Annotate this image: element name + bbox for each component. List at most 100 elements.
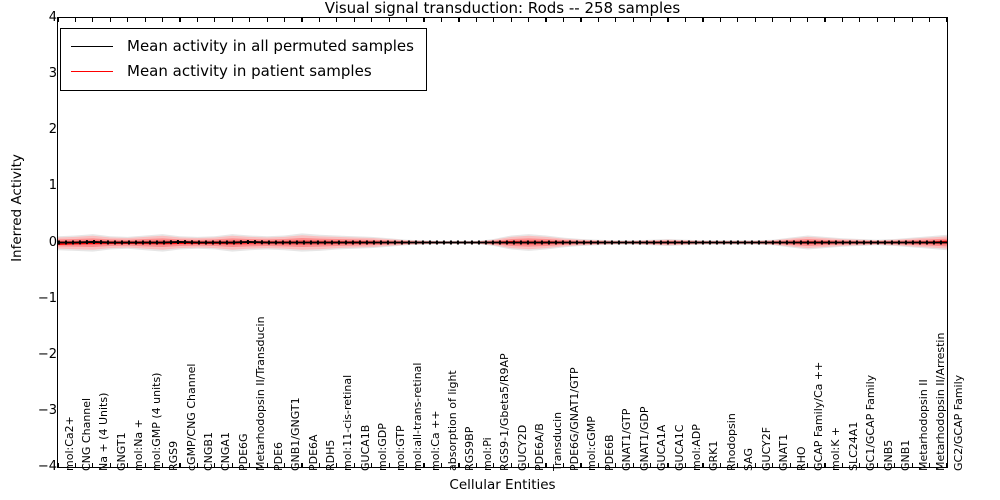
x-axis-tick-label: GUCY2D (515, 424, 529, 471)
x-axis-tick-top (545, 18, 547, 22)
x-axis-tick-label: Rhodopsin (724, 413, 738, 471)
x-axis-tick (684, 463, 687, 467)
y-axis-tick-label: −3 (37, 402, 57, 418)
x-axis-tick (754, 463, 756, 467)
x-axis-tick-label: SAG (742, 447, 756, 471)
x-axis-tick-top (667, 18, 669, 22)
x-axis-tick-label: GNB5 (881, 439, 895, 471)
x-axis-tick (806, 463, 809, 467)
x-axis-tick-label: mol:11-cis-retinal (341, 374, 355, 471)
x-axis-tick-label: mol:GMP (4 units) (149, 372, 163, 471)
x-axis-tick-label: GUCA1B (358, 424, 372, 471)
x-axis-tick (231, 463, 233, 467)
x-axis-label: Cellular Entities (449, 477, 556, 493)
legend-item-permuted: Mean activity in all permuted samples (71, 34, 414, 59)
x-axis-tick-top (161, 18, 164, 22)
x-axis-tick (824, 463, 826, 467)
x-axis-tick-top (562, 18, 565, 22)
x-axis-tick (475, 463, 477, 467)
x-axis-tick-top (789, 18, 791, 22)
x-axis-tick-top (580, 18, 582, 22)
x-axis-tick-top (92, 18, 94, 22)
x-axis-tick-top (928, 18, 931, 22)
x-axis-tick-top (824, 18, 826, 22)
x-axis-tick-top (702, 18, 704, 22)
x-axis-tick (284, 463, 286, 467)
x-axis-tick (144, 463, 146, 467)
x-axis-tick-label: Metarhodopsin II/Arrestin (934, 332, 948, 471)
x-axis-tick (353, 463, 355, 467)
x-axis-tick-top (841, 18, 843, 22)
x-axis-tick-label: GC2/GCAP Family (951, 374, 965, 471)
x-axis-tick-top (284, 18, 286, 22)
x-axis-tick (719, 463, 721, 467)
x-axis-tick-top (57, 18, 59, 22)
x-axis-tick-top (510, 18, 512, 22)
x-axis-tick (737, 463, 739, 467)
x-axis-tick-top (353, 18, 355, 22)
x-axis-tick (911, 463, 913, 467)
x-axis-tick-label: GNB1/GNGT1 (289, 397, 303, 471)
x-axis-tick-label: GNAT1/GTP (620, 408, 634, 471)
x-axis-tick-top (615, 18, 617, 22)
x-axis-tick (493, 463, 495, 467)
x-axis-tick-label: GUCA1C (672, 424, 686, 471)
x-axis-tick-label: Metarhodopsin II/Transducin (254, 316, 268, 471)
x-axis-tick (388, 463, 390, 467)
x-axis-tick (615, 463, 617, 467)
x-axis-tick-label: mol:cGMP (585, 416, 599, 471)
x-axis-tick (458, 463, 460, 467)
x-axis-tick (562, 463, 565, 467)
permuted-mean-markers (58, 239, 947, 245)
x-axis-tick-label: Na + (4 Units) (97, 392, 111, 471)
x-axis-tick-label: absorption of light (445, 370, 459, 471)
x-axis-tick-top (423, 18, 425, 22)
x-axis-tick (214, 463, 216, 467)
x-axis-tick-top (475, 18, 477, 22)
x-axis-tick-top (859, 18, 861, 22)
x-axis-tick-label: RDH5 (323, 439, 337, 471)
x-axis-tick-top (231, 18, 233, 22)
x-axis-tick-top (214, 18, 216, 22)
legend: Mean activity in all permuted samples Me… (60, 28, 427, 91)
y-axis-tick-label: 4 (48, 10, 57, 25)
x-axis-tick-top (266, 18, 268, 22)
x-axis-tick-label: GC1/GCAP Family (864, 374, 878, 471)
x-axis-tick-label: mol:GTP (393, 425, 407, 471)
x-axis-tick (580, 463, 582, 467)
x-axis-tick-top (650, 18, 652, 22)
x-axis-tick-label: PDE6G/GNAT1/GTP (568, 367, 581, 471)
x-axis-tick (859, 463, 861, 467)
x-axis-tick-label: CNGA1 (219, 432, 233, 471)
x-axis-tick (545, 463, 547, 467)
x-axis-tick-label: mol:Na + (132, 419, 146, 471)
x-axis-tick (894, 463, 896, 467)
x-axis-tick-top (719, 18, 721, 22)
x-axis-tick-top (876, 18, 878, 22)
legend-item-patient: Mean activity in patient samples (71, 59, 414, 84)
x-axis-tick (74, 463, 77, 467)
x-axis-tick (702, 463, 704, 467)
y-axis-tick-label: 2 (48, 122, 57, 138)
x-axis-tick (196, 463, 199, 467)
x-axis-tick-top (388, 18, 390, 22)
x-axis-tick (336, 463, 338, 467)
x-axis-tick (510, 463, 512, 467)
x-axis-tick-top (493, 18, 495, 22)
x-axis-tick (161, 463, 164, 467)
x-axis-tick-top (754, 18, 756, 22)
y-axis-tick-label: −2 (37, 346, 57, 362)
x-axis-tick-label: PDE6G (236, 433, 250, 471)
x-axis-tick (179, 463, 181, 467)
x-axis-tick (109, 463, 111, 467)
x-axis-tick-top (336, 18, 338, 22)
x-axis-tick-top (737, 18, 739, 22)
x-axis-tick-top (894, 18, 896, 22)
x-axis-tick-top (684, 18, 687, 22)
x-axis-tick-label: mol:Ca ++ (428, 410, 442, 471)
x-axis-tick (650, 463, 652, 467)
x-axis-tick-label: mol:all-trans-retinal (411, 362, 425, 471)
x-axis-tick-top (632, 18, 634, 22)
legend-label-permuted: Mean activity in all permuted samples (127, 37, 414, 55)
